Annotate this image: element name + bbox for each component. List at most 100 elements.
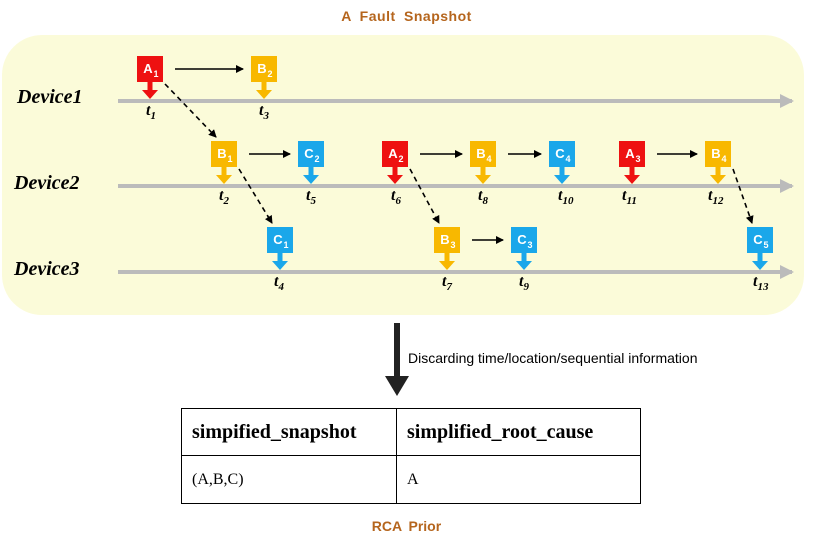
time-label: t8 [478,187,488,208]
propagation-arrow [732,168,754,224]
table-cell-snapshot: (A,B,C) [181,455,397,504]
time-label: t4 [274,273,284,294]
transform-label: Discarding time/location/sequential info… [408,350,698,366]
event-box [511,227,537,253]
time-label: t6 [391,187,401,208]
time-label: t7 [442,273,452,294]
time-label: t12 [708,187,724,208]
event-subscript: 2 [267,69,272,79]
event-arrowhead [475,175,491,184]
event-arrowhead [272,261,288,270]
event-box [619,141,645,167]
event-arrowhead [752,261,768,270]
event-arrowhead [624,175,640,184]
event-subscript: 4 [721,154,726,164]
time-label: t10 [558,187,574,208]
time-label: t5 [306,187,316,208]
event-subscript: 4 [565,154,570,164]
propagation-arrow [164,83,217,138]
event-box [137,56,163,82]
event-subscript: 1 [283,240,288,250]
event-arrowhead [142,90,158,99]
event-box [434,227,460,253]
event-stem [392,167,398,176]
event-stem [521,253,527,262]
event-stem [147,82,153,91]
event-subscript: 3 [635,154,640,164]
event-stem [277,253,283,262]
event-letter: C [517,232,527,247]
event-arrowhead [554,175,570,184]
event-stem [221,167,227,176]
event-stem [444,253,450,262]
time-label: t3 [259,102,269,123]
event-stem [308,167,314,176]
event-subscript: 1 [153,69,158,79]
event-box [251,56,277,82]
rca-prior-table: simpified_snapshot simplified_root_cause… [181,408,641,504]
event-letter: C [555,146,565,161]
time-label: t1 [146,102,156,123]
time-label: t2 [219,187,229,208]
event-subscript: 5 [763,240,768,250]
event-box [549,141,575,167]
event-letter: B [257,61,266,76]
event-letter: B [217,146,226,161]
event-subscript: 2 [314,154,319,164]
event-arrowhead [387,175,403,184]
table-header-row: simpified_snapshot simplified_root_cause [181,408,641,456]
event-stem [629,167,635,176]
table-cell-root-cause: A [396,455,641,504]
event-arrowhead [303,175,319,184]
event-letter: A [143,61,153,76]
event-subscript: 3 [527,240,532,250]
table-header-root-cause: simplified_root_cause [396,408,641,456]
event-box [211,141,237,167]
event-box [705,141,731,167]
event-letter: A [388,146,398,161]
propagation-arrow [409,168,440,224]
table-row: (A,B,C) A [181,455,641,504]
event-arrowhead [256,90,272,99]
event-letter: C [304,146,314,161]
event-stem [480,167,486,176]
event-arrowhead [516,261,532,270]
event-stem [715,167,721,176]
event-subscript: 2 [398,154,403,164]
table-header-snapshot: simpified_snapshot [181,408,397,456]
event-letter: C [273,232,283,247]
event-letter: B [476,146,485,161]
event-subscript: 3 [450,240,455,250]
device-label-2: Device2 [14,172,80,194]
event-letter: C [753,232,763,247]
propagation-arrow [238,168,273,224]
event-box [470,141,496,167]
event-box [298,141,324,167]
event-box [267,227,293,253]
event-stem [757,253,763,262]
footer-title: RCA Prior [371,518,442,534]
event-arrowhead [439,261,455,270]
event-arrowhead [216,175,232,184]
event-links [164,65,754,244]
device-label-3: Device3 [14,258,80,280]
event-box [382,141,408,167]
event-box [747,227,773,253]
event-stem [261,82,267,91]
event-letter: B [440,232,449,247]
event-arrowhead [710,175,726,184]
event-letter: B [711,146,720,161]
timeline-axes [118,94,794,279]
event-letter: A [625,146,635,161]
